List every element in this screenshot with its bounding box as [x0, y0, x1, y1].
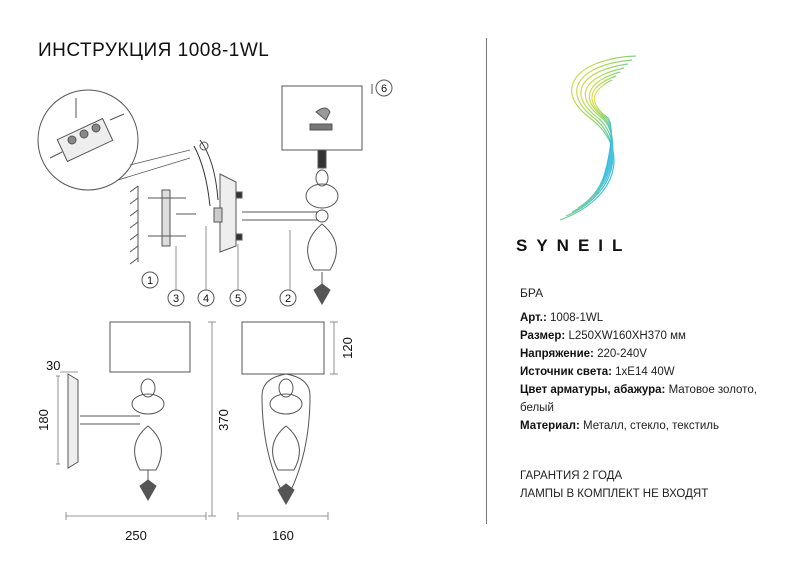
- callout-4: 4: [203, 293, 209, 305]
- side-view: [67, 321, 191, 502]
- dim-plate-height: 180: [36, 409, 51, 431]
- brand-name: SYNEIL: [516, 236, 632, 255]
- callout-3: 3: [173, 293, 179, 305]
- lamps-note: ЛАМПЫ В КОМПЛЕКТ НЕ ВХОДЯТ: [520, 488, 709, 500]
- spec-row: Размер: L250XW160XH370 мм: [520, 330, 686, 342]
- spec-row: Напряжение: 220-240V: [520, 348, 647, 360]
- notes: ГАРАНТИЯ 2 ГОДА ЛАМПЫ В КОМПЛЕКТ НЕ ВХОД…: [520, 467, 708, 503]
- spec-row: Материал: Металл, стекло, текстиль: [520, 420, 719, 432]
- dim-length: 250: [125, 528, 147, 543]
- dimension-lines: [56, 321, 338, 520]
- warranty-note: ГАРАНТИЯ 2 ГОДА: [520, 470, 623, 482]
- lamp-exploded: [281, 85, 363, 306]
- dim-shade-height: 120: [340, 337, 355, 359]
- dim-depth-plate: 30: [46, 358, 60, 373]
- detail-terminal-block: [49, 98, 125, 163]
- dim-total-height: 370: [216, 409, 231, 431]
- callout-1: 1: [147, 275, 153, 287]
- product-type: БРА: [520, 286, 544, 300]
- supply-wires: [199, 139, 219, 201]
- dim-width: 160: [272, 528, 294, 543]
- specs-list: Арт.: 1008-1WL Размер: L250XW160XH370 мм…: [520, 309, 760, 435]
- syneil-logo-icon: [559, 55, 637, 221]
- column-divider: [486, 38, 487, 524]
- back-plate: [213, 173, 243, 253]
- spec-row: Цвет арматуры, абажура: Матовое золото, …: [520, 384, 757, 414]
- spec-row: Арт.: 1008-1WL: [520, 312, 604, 324]
- callout-6: 6: [381, 83, 387, 95]
- callout-5: 5: [235, 293, 241, 305]
- mounting-bracket: [148, 189, 196, 247]
- spec-row: Источник света: 1хE14 40W: [520, 366, 675, 378]
- callout-2: 2: [285, 293, 291, 305]
- assembly-drawing: 1 2 3 4 5 6 30 180 250 370 160 120: [36, 79, 393, 543]
- front-view: [241, 321, 325, 506]
- page-title: ИНСТРУКЦИЯ 1008-1WL: [38, 40, 270, 61]
- wall-hatch: [129, 185, 139, 265]
